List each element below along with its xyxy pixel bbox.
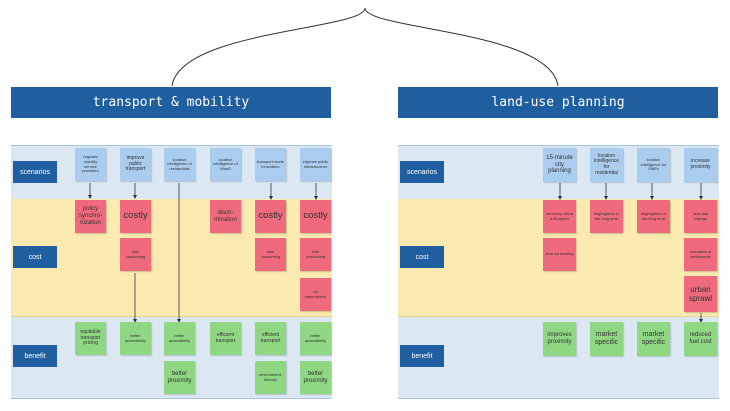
cost-note: discri-mination (210, 200, 241, 233)
scenario-note: 15-minute city planning (543, 148, 576, 182)
benefit-note: better accessibility (164, 322, 195, 355)
benefit-note: improves proximity (543, 322, 576, 356)
scenario-note: location intelligence of residentials (164, 148, 195, 181)
land-use-planning-title: land-use planning (398, 87, 718, 118)
benefit-note: environment-friendly (255, 361, 286, 394)
cost-note: time consuming (120, 238, 151, 271)
cost-note: costly (255, 200, 286, 233)
benefit-note: better accessibility (300, 322, 331, 355)
row-label-scenarios: scenarios (400, 161, 444, 183)
scenario-note: improve public infrastructure (300, 148, 331, 181)
cost-note: policy synchro-nization (75, 200, 106, 233)
land-use-planning-title-text: land-use planning (491, 95, 625, 110)
land-use-planning-board: scenarios cost benefit 15-minute city pl… (398, 145, 719, 399)
row-label-cost: cost (400, 246, 444, 268)
transport-mobility-title-text: transport & mobility (92, 95, 250, 110)
scenario-note: location intelligence for SMEs (637, 148, 670, 182)
row-label-cost: cost (13, 246, 57, 268)
land-use-connectors (558, 183, 703, 323)
transport-mobility-board: scenarios cost benefit regulate mobility… (11, 145, 332, 399)
transport-connectors (88, 183, 318, 323)
transport-mobility-title: transport & mobility (11, 87, 331, 118)
benefit-note: equitable transport pricing (75, 322, 106, 355)
benefit-note: market specific (637, 322, 670, 356)
cost-note: not every city is a fit option (543, 200, 576, 233)
benefit-note: reduced fuel cost (684, 322, 717, 356)
cost-note: oil dependence (300, 278, 331, 311)
cost-note: relocation of settlements (684, 238, 717, 271)
cost-note: costly (120, 200, 151, 233)
cost-note: urban sprawl (684, 276, 717, 312)
benefit-note: market specific (590, 322, 623, 356)
cost-note: land-use change (684, 200, 717, 233)
row-label-scenarios: scenarios (13, 161, 57, 183)
scenario-note: improve public transport (120, 148, 151, 181)
benefit-note: efficient transport (255, 322, 286, 355)
scenario-note: transport mode innovation (255, 148, 286, 181)
row-label-benefit: benefit (13, 345, 57, 367)
benefit-note: efficient transport (210, 322, 241, 355)
cost-note: time consuming (543, 238, 576, 271)
cost-note: time consuming (255, 238, 286, 271)
cost-note: costly (300, 200, 331, 233)
scenario-note: location intelligence for residential (590, 148, 623, 182)
scenario-note: increase proximity (684, 148, 717, 182)
scenario-note: regulate mobility service providers (75, 148, 106, 181)
benefit-note: better accessibility (120, 322, 151, 355)
row-label-benefit: benefit (400, 345, 444, 367)
benefit-note: better proximity (164, 361, 195, 394)
cost-note: segregation in the long term (637, 200, 670, 233)
cost-note: segregation in the long term (590, 200, 623, 233)
scenario-note: location intelligence of MaaS (210, 148, 241, 181)
cost-note: time consuming (300, 238, 331, 271)
benefit-note: better proximity (300, 361, 331, 394)
